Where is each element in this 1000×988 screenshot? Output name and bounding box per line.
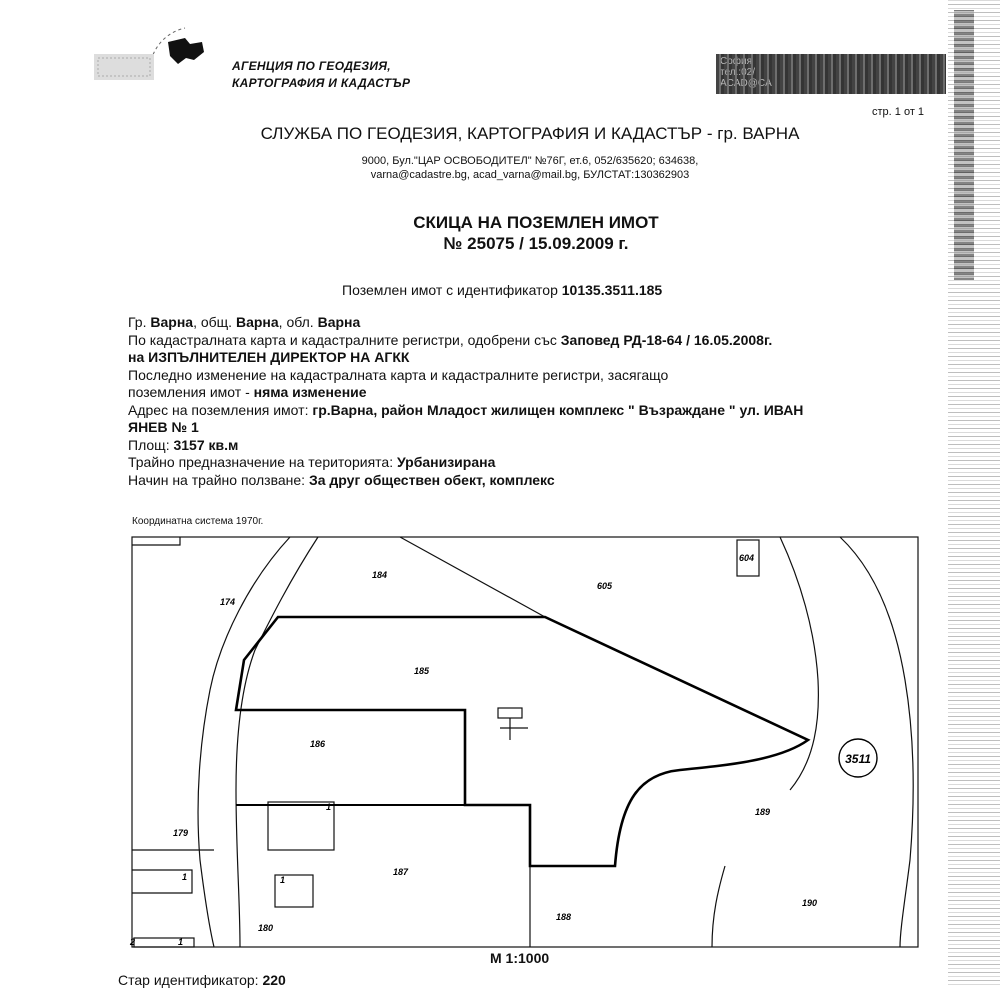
last-change-value: няма изменение bbox=[253, 384, 367, 400]
plot-label-188: 188 bbox=[556, 912, 571, 922]
usage-value: За друг обществен обект, комплекс bbox=[308, 471, 555, 488]
identifier-label: Поземлен имот с идентификатор bbox=[342, 282, 562, 298]
address-prefix: Адрес на поземления имот: bbox=[128, 401, 313, 418]
last-change-line1: Последно изменение на кадастралната карт… bbox=[128, 366, 669, 383]
map-scale: М 1:1000 bbox=[490, 950, 550, 966]
page-number: стр. 1 от 1 bbox=[872, 106, 925, 118]
usage-line: Начин на трайно ползване: За друг общест… bbox=[128, 472, 928, 490]
document-title-line1: СКИЦА НА ПОЗЕМЛЕН ИМОТ bbox=[413, 213, 659, 232]
contact-line1: София bbox=[720, 56, 753, 67]
building-number-1a: 1 bbox=[326, 802, 331, 812]
property-info: Гр. Варна, общ. Варна, обл. Варна По кад… bbox=[128, 314, 928, 489]
plot-label-186: 186 bbox=[310, 739, 326, 749]
last-change-line2: поземления имот - няма изменение bbox=[128, 384, 928, 402]
approval-authority-text: на ИЗПЪЛНИТЕЛЕН ДИРЕКТОР НА АГКК bbox=[128, 349, 410, 365]
location-sep2: , обл. bbox=[278, 314, 318, 330]
plot-labels: 174 184 605 604 185 186 179 187 188 189 … bbox=[129, 553, 817, 947]
approval-prefix: По кадастралната карта и кадастралните р… bbox=[128, 331, 561, 348]
approval-line: По кадастралната карта и кадастралните р… bbox=[128, 332, 928, 350]
plot-label-190: 190 bbox=[802, 898, 817, 908]
old-identifier-label: Стар идентификатор: bbox=[118, 972, 263, 988]
office-address-line1: 9000, Бул."ЦАР ОСВОБОДИТЕЛ" №76Г, ет.6, … bbox=[361, 155, 699, 167]
old-identifier-value: 220 bbox=[262, 972, 286, 988]
property-identifier: Поземлен имот с идентификатор 10135.3511… bbox=[342, 282, 662, 298]
area-value: 3157 кв.м bbox=[173, 436, 239, 453]
property-outline-185 bbox=[234, 615, 811, 868]
plot-label-187: 187 bbox=[393, 867, 409, 877]
address-value-line2: ЯНЕВ № 1 bbox=[128, 419, 199, 435]
property-boundary-185 bbox=[234, 615, 811, 868]
office-address: 9000, Бул."ЦАР ОСВОБОДИТЕЛ" №76Г, ет.6, … bbox=[0, 154, 1000, 182]
location-sep1: , общ. bbox=[193, 314, 236, 330]
building-number-1c: 1 bbox=[280, 875, 285, 885]
building-number-1b: 1 bbox=[182, 872, 187, 882]
plot-label-189: 189 bbox=[755, 807, 770, 817]
old-identifier: Стар идентификатор: 220 bbox=[118, 972, 286, 988]
plot-label-180: 180 bbox=[258, 923, 273, 933]
location-region: Варна bbox=[317, 314, 361, 330]
contact-line2: тел.:02/ bbox=[720, 67, 755, 78]
plot-label-605: 605 bbox=[597, 581, 613, 591]
building-2-outline bbox=[274, 874, 314, 908]
area-prefix: Площ: bbox=[128, 436, 174, 453]
building-bottom-outline bbox=[133, 937, 195, 948]
approval-authority: на ИЗПЪЛНИТЕЛЕН ДИРЕКТОР НА АГКК bbox=[128, 349, 928, 367]
scan-edge-noise-dark bbox=[954, 10, 974, 280]
agency-logo bbox=[90, 20, 470, 100]
agency-name-line1: АГЕНЦИЯ ПО ГЕОДЕЗИЯ, bbox=[232, 59, 391, 73]
district-circle bbox=[838, 738, 878, 778]
plot-label-184: 184 bbox=[372, 570, 387, 580]
building-number-2: 2 bbox=[129, 937, 135, 947]
purpose-line: Трайно предназначение на територията: Ур… bbox=[128, 454, 928, 472]
boundary-184-605 bbox=[399, 536, 546, 618]
usage-prefix: Начин на трайно ползване: bbox=[128, 471, 309, 488]
approval-order: Заповед РД-18-64 / 16.05.2008г. bbox=[560, 331, 773, 348]
boundary-189-190 bbox=[711, 865, 726, 948]
building-179-outline bbox=[132, 869, 193, 894]
agency-name-line2: КАРТОГРАФИЯ И КАДАСТЪР bbox=[232, 76, 411, 90]
contact-line3: ACAD@CA bbox=[720, 78, 772, 89]
plot-label-179: 179 bbox=[173, 828, 188, 838]
agency-seal-icon bbox=[94, 27, 204, 80]
office-address-line2: varna@cadastre.bg, acad_varna@mail.bg, Б… bbox=[370, 169, 690, 181]
plot-label-174: 174 bbox=[220, 597, 235, 607]
purpose-prefix: Трайно предназначение на територията: bbox=[128, 454, 397, 470]
purpose-value: Урбанизирана bbox=[396, 454, 496, 470]
road-boundary-left bbox=[197, 536, 291, 948]
coordinate-system: Координатна система 1970г. bbox=[132, 516, 264, 527]
location-prefix: Гр. bbox=[128, 314, 151, 330]
parcel-corner-boundary bbox=[132, 537, 181, 546]
last-change-prefix: поземления имот - bbox=[128, 384, 254, 400]
address-value: гр.Варна, район Младост жилищен комплекс… bbox=[312, 401, 804, 418]
office-title: СЛУЖБА ПО ГЕОДЕЗИЯ, КАРТОГРАФИЯ И КАДАСТ… bbox=[260, 124, 800, 143]
document-title: СКИЦА НА ПОЗЕМЛЕН ИМОТ № 25075 / 15.09.2… bbox=[0, 212, 1000, 254]
location-line: Гр. Варна, общ. Варна, обл. Варна bbox=[128, 314, 928, 332]
contact-box-redacted bbox=[716, 54, 946, 94]
plot-label-185: 185 bbox=[414, 666, 430, 676]
document-number: № 25075 / 15.09.2009 г. bbox=[443, 234, 629, 253]
structure-cross bbox=[500, 718, 528, 740]
area-line: Площ: 3157 кв.м bbox=[128, 437, 928, 455]
agency-name: АГЕНЦИЯ ПО ГЕОДЕЗИЯ, КАРТОГРАФИЯ И КАДАС… bbox=[232, 58, 410, 92]
location-city: Варна bbox=[150, 314, 194, 330]
structure-symbol bbox=[497, 707, 523, 719]
location-municipality: Варна bbox=[235, 314, 279, 330]
address-line2: ЯНЕВ № 1 bbox=[128, 419, 928, 437]
identifier-value: 10135.3511.185 bbox=[561, 282, 663, 298]
plot-604-outline bbox=[736, 539, 760, 577]
map-frame bbox=[131, 536, 919, 948]
contact-text: София тел.:02/ ACAD@CA bbox=[720, 56, 772, 89]
map-thin-lines bbox=[131, 536, 919, 948]
district-boundary-outer bbox=[839, 536, 914, 948]
district-boundary-inner bbox=[779, 536, 819, 791]
building-1-outline bbox=[267, 801, 335, 851]
district-number: 3511 bbox=[845, 752, 871, 766]
plot-label-604: 604 bbox=[739, 553, 754, 563]
building-number-1d: 1 bbox=[178, 937, 183, 947]
address-line: Адрес на поземления имот: гр.Варна, райо… bbox=[128, 402, 928, 420]
road-boundary-right bbox=[235, 536, 319, 948]
